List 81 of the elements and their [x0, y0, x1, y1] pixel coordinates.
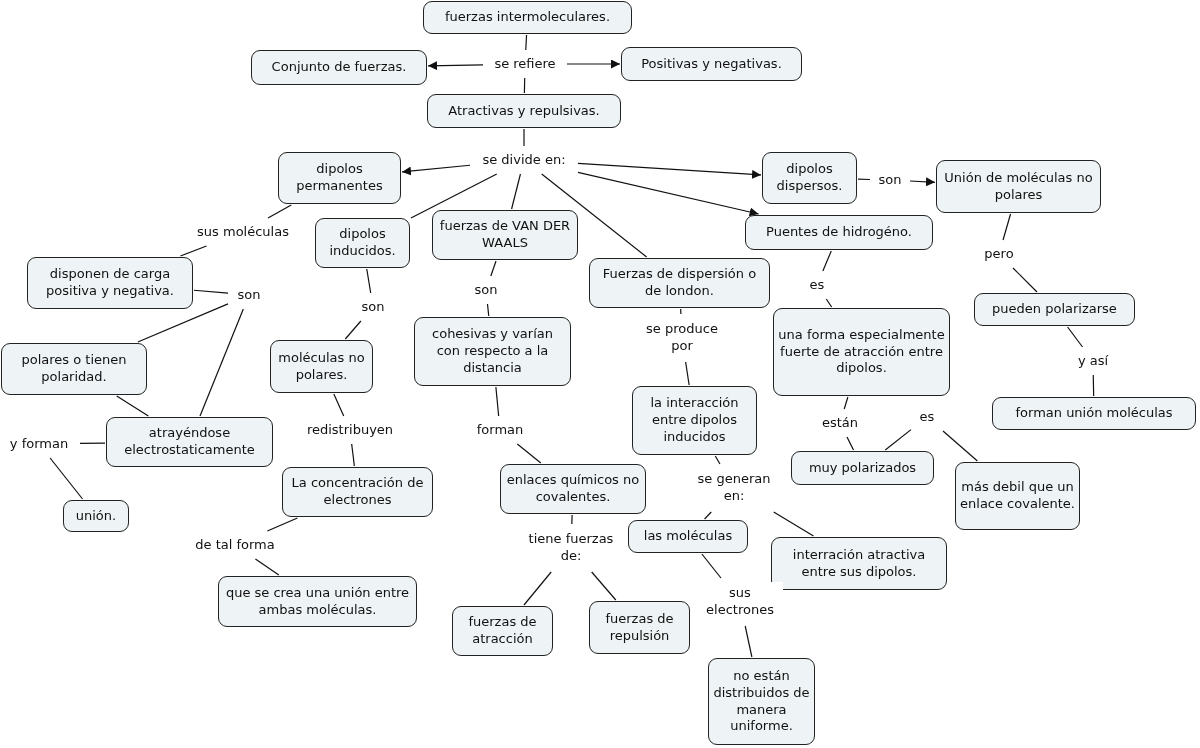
concept-box: dipolos inducidos. — [315, 218, 410, 268]
connector-line — [79, 442, 106, 445]
concept-box: La concentración de electrones — [282, 467, 433, 517]
concept-box: las moléculas — [628, 520, 748, 553]
concept-box: muy polarizados — [791, 451, 934, 485]
arrow — [401, 164, 471, 176]
concept-box: disponen de carga positiva y negativa. — [27, 257, 193, 309]
concept-box: fuerzas de repulsión — [589, 601, 690, 654]
connector-line — [884, 429, 912, 451]
connector-line — [49, 457, 84, 500]
connector-line — [523, 128, 525, 147]
connector-line — [410, 173, 498, 219]
connector-line — [266, 517, 298, 532]
connector-line — [523, 77, 526, 94]
arrow — [577, 162, 762, 179]
connector-line — [571, 514, 573, 525]
concept-box: atrayéndose electrostaticamente — [106, 417, 273, 467]
arrow — [427, 61, 484, 71]
concept-box: dipolos dispersos. — [762, 152, 857, 204]
concept-box: polares o tienen polaridad. — [1, 343, 147, 395]
concept-box: moléculas no polares. — [270, 340, 373, 393]
connector-line — [680, 308, 682, 315]
connector-line — [525, 34, 528, 51]
connector-line — [116, 395, 149, 417]
connector-line — [701, 553, 722, 579]
connector-line — [685, 361, 690, 386]
connector-line — [714, 455, 721, 465]
concept-box: Unión de moléculas no polares — [936, 160, 1101, 213]
connector-line — [516, 443, 542, 464]
connector-line — [846, 436, 855, 451]
connector-line — [344, 320, 362, 340]
concept-box: enlaces químicos no covalentes. — [500, 464, 646, 514]
connector-line — [495, 386, 500, 417]
connector-line — [1012, 267, 1038, 293]
connector-line — [333, 393, 345, 417]
concept-box: que se crea una unión entre ambas moléculas. — [218, 576, 417, 627]
concept-box: dipolos permanentes — [278, 152, 401, 204]
connector-line — [744, 625, 753, 658]
connector-line — [179, 245, 208, 257]
connector-line — [1092, 374, 1095, 397]
connector-line — [822, 250, 832, 272]
concept-box: Fuerzas de dispersión o de london. — [589, 258, 770, 308]
arrow — [909, 177, 936, 187]
arrow — [566, 59, 621, 69]
connector-line — [704, 511, 712, 520]
concept-box: Atractivas y repulsivas. — [427, 94, 621, 128]
concept-box: Conjunto de fuerzas. — [251, 50, 427, 85]
concept-box: fuerzas de atracción — [452, 606, 553, 656]
connector-line — [366, 268, 372, 294]
connector-line — [490, 260, 497, 277]
concept-box: forman unión moléculas — [992, 397, 1196, 430]
concept-box: cohesivas y varían con respecto a la distancia — [414, 317, 571, 386]
connector-line — [541, 173, 648, 258]
concept-box: Positivas y negativas. — [621, 47, 802, 81]
concept-box: pueden polarizarse — [974, 293, 1135, 326]
connector-line — [1067, 326, 1084, 348]
concept-box: interración atractiva entre sus dipolos. — [771, 537, 947, 590]
concept-box: una forma especialmente fuerte de atracción entre dipolos. — [773, 308, 950, 396]
connector-line — [523, 571, 552, 606]
connector-line — [199, 308, 244, 417]
concept-box: unión. — [63, 500, 129, 532]
connector-line — [351, 443, 355, 467]
concept-box: más debil que un enlace covalente. — [955, 462, 1080, 530]
connector-line — [137, 303, 229, 343]
connector-line — [942, 430, 978, 462]
arrow — [577, 171, 760, 217]
connector-line — [511, 173, 522, 210]
concept-box: no están distribuidos de manera uniforme. — [708, 658, 815, 745]
connector-line — [193, 289, 229, 294]
connector-line — [267, 204, 292, 219]
connector-line — [486, 303, 490, 317]
concept-box: Puentes de hidrogéno. — [745, 215, 933, 250]
connector-line — [1002, 213, 1012, 241]
connector-line — [843, 396, 849, 410]
connector-line — [254, 558, 280, 576]
concept-box: la interacción entre dipolos inducidos — [632, 386, 757, 455]
connector-line — [591, 571, 617, 601]
concept-box: fuerzas de VAN DER WAALS — [432, 210, 578, 260]
concept-box: fuerzas intermoleculares. — [423, 1, 632, 34]
connector-line — [773, 511, 815, 537]
connector-line — [825, 298, 833, 308]
